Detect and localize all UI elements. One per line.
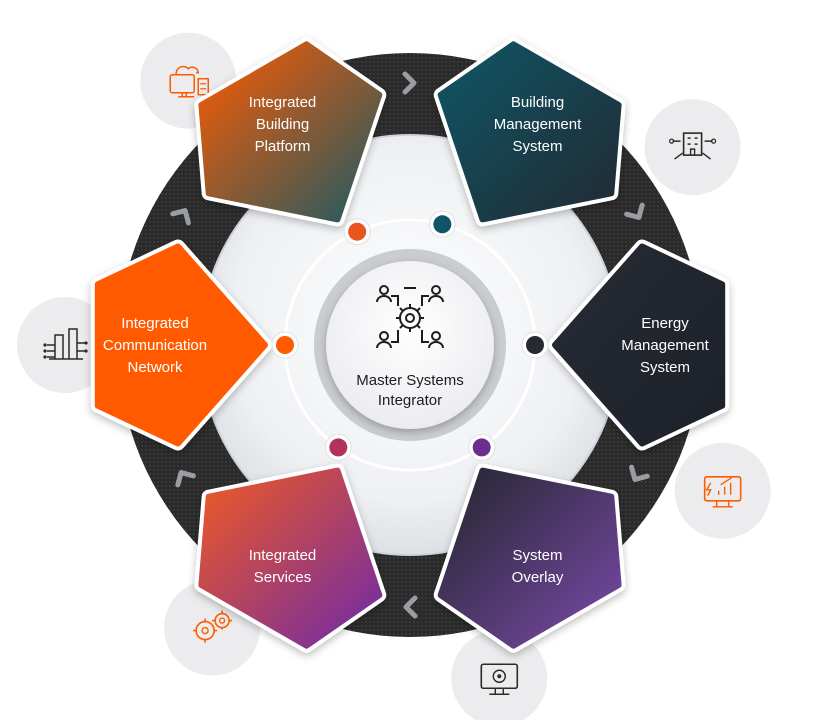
center-label-line-2: Integrator — [378, 392, 442, 409]
integrated-communication-network-label-line-3: Network — [127, 359, 183, 376]
energy-management-system-label-line-3: System — [640, 359, 690, 376]
cloud-computer-icon — [169, 65, 209, 98]
center-hub — [326, 261, 494, 429]
segment-shape — [437, 41, 622, 223]
segment-shape — [437, 467, 622, 649]
ring-arrows — [170, 71, 650, 619]
segment-shape — [198, 467, 383, 649]
gears-icon — [193, 610, 233, 643]
chevron-right-icon — [175, 470, 196, 488]
icon-bubbles — [17, 32, 771, 720]
integrated-communication-network-icon-bubble — [17, 297, 113, 393]
integrated-building-platform-label-line-2: Building — [256, 116, 309, 133]
segment-shape — [198, 41, 383, 223]
track-node-system-overlay — [472, 438, 491, 457]
track-nodes — [271, 210, 549, 461]
energy-management-system-icon-bubble — [674, 442, 771, 539]
integrated-services-label-line-1: Integrated — [249, 547, 317, 564]
icon-bubble-disc — [644, 99, 741, 196]
energy-monitor-icon — [703, 476, 742, 508]
building-management-system-label-line-1: Building — [511, 94, 564, 111]
segments: BuildingManagementSystemEnergyManagement… — [90, 37, 730, 653]
team-gear-icon — [376, 285, 444, 349]
icon-bubble-disc — [674, 442, 771, 539]
segment-shape — [552, 243, 726, 447]
track-node-building-management-system — [433, 215, 452, 234]
chevron-right-icon — [402, 71, 417, 95]
smart-building-icon — [669, 132, 717, 160]
track-node-integrated-services — [329, 438, 348, 457]
chevron-right-icon — [629, 464, 650, 482]
monitor-settings-icon — [480, 663, 519, 695]
icon-bubble-disc — [17, 297, 113, 393]
network-building-icon — [43, 328, 88, 360]
track-node-integrated-communication-network — [276, 336, 294, 354]
chevron-right-icon — [403, 595, 418, 619]
track-node-integrated-building-platform — [348, 222, 367, 241]
segment-shape — [94, 243, 268, 447]
integrated-services-label-line-2: Services — [254, 569, 312, 586]
system-overlay-label-line-1: System — [512, 547, 562, 564]
building-management-system-label-line-2: Management — [494, 116, 582, 133]
energy-management-system-label-line-1: Energy — [641, 315, 689, 332]
track-node-energy-management-system — [526, 336, 544, 354]
integrated-communication-network-label-line-1: Integrated — [121, 315, 189, 332]
center-label-line-1: Master Systems — [356, 372, 464, 389]
system-overlay-icon-bubble — [451, 630, 548, 720]
building-management-system-icon-bubble — [644, 99, 741, 196]
integrated-building-platform-label-line-1: Integrated — [249, 94, 317, 111]
integrated-communication-network-label-line-2: Communication — [103, 337, 207, 354]
chevron-right-icon — [624, 202, 645, 220]
chevron-right-icon — [170, 208, 191, 226]
building-management-system-label-line-3: System — [512, 138, 562, 155]
system-overlay-label-line-2: Overlay — [512, 569, 564, 586]
integrated-building-platform-label-line-3: Platform — [255, 138, 311, 155]
energy-management-system-label-line-2: Management — [621, 337, 709, 354]
